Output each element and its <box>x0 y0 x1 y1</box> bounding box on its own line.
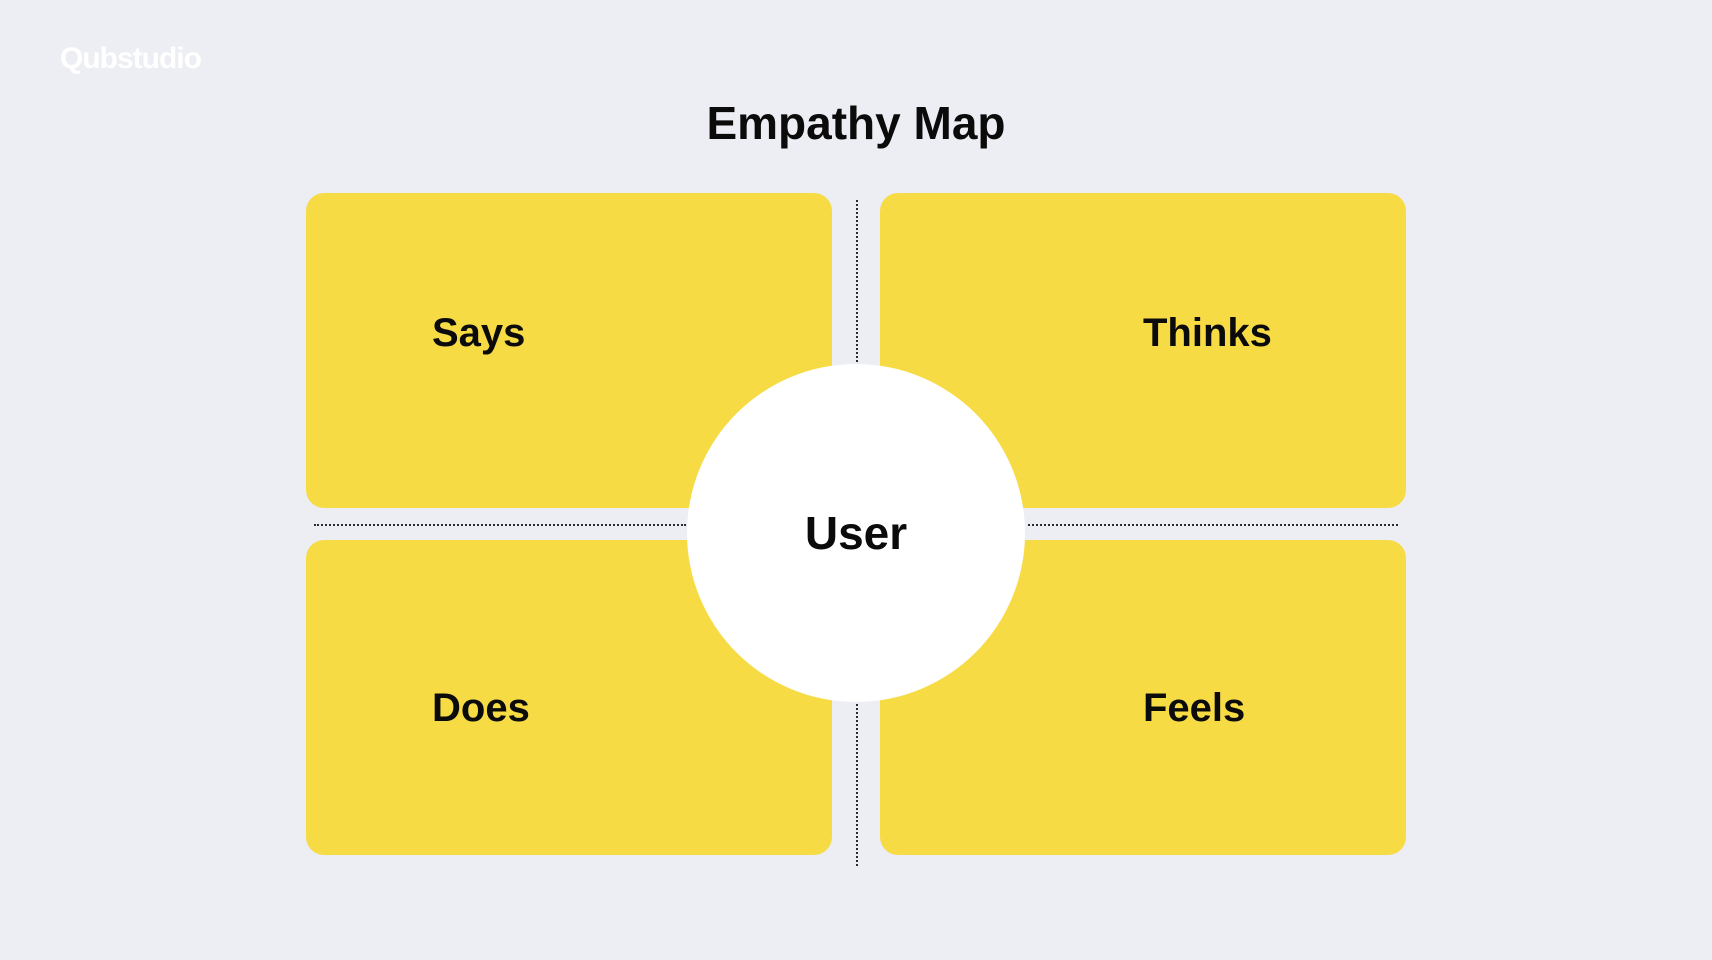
horizontal-divider-left <box>314 524 686 526</box>
user-label: User <box>804 507 908 559</box>
qubstudio-logo: Qubstudio <box>60 42 202 75</box>
quadrant-feels-label: Feels <box>1143 686 1246 730</box>
quadrant-says: Says <box>306 193 832 508</box>
quadrant-thinks-label: Thinks <box>1143 311 1272 355</box>
page-title: Empathy Map <box>706 97 1006 149</box>
user-circle: User <box>687 364 1025 702</box>
quadrant-says-label: Says <box>432 311 526 355</box>
quadrant-does-label: Does <box>432 686 530 730</box>
horizontal-divider-right <box>1028 524 1398 526</box>
